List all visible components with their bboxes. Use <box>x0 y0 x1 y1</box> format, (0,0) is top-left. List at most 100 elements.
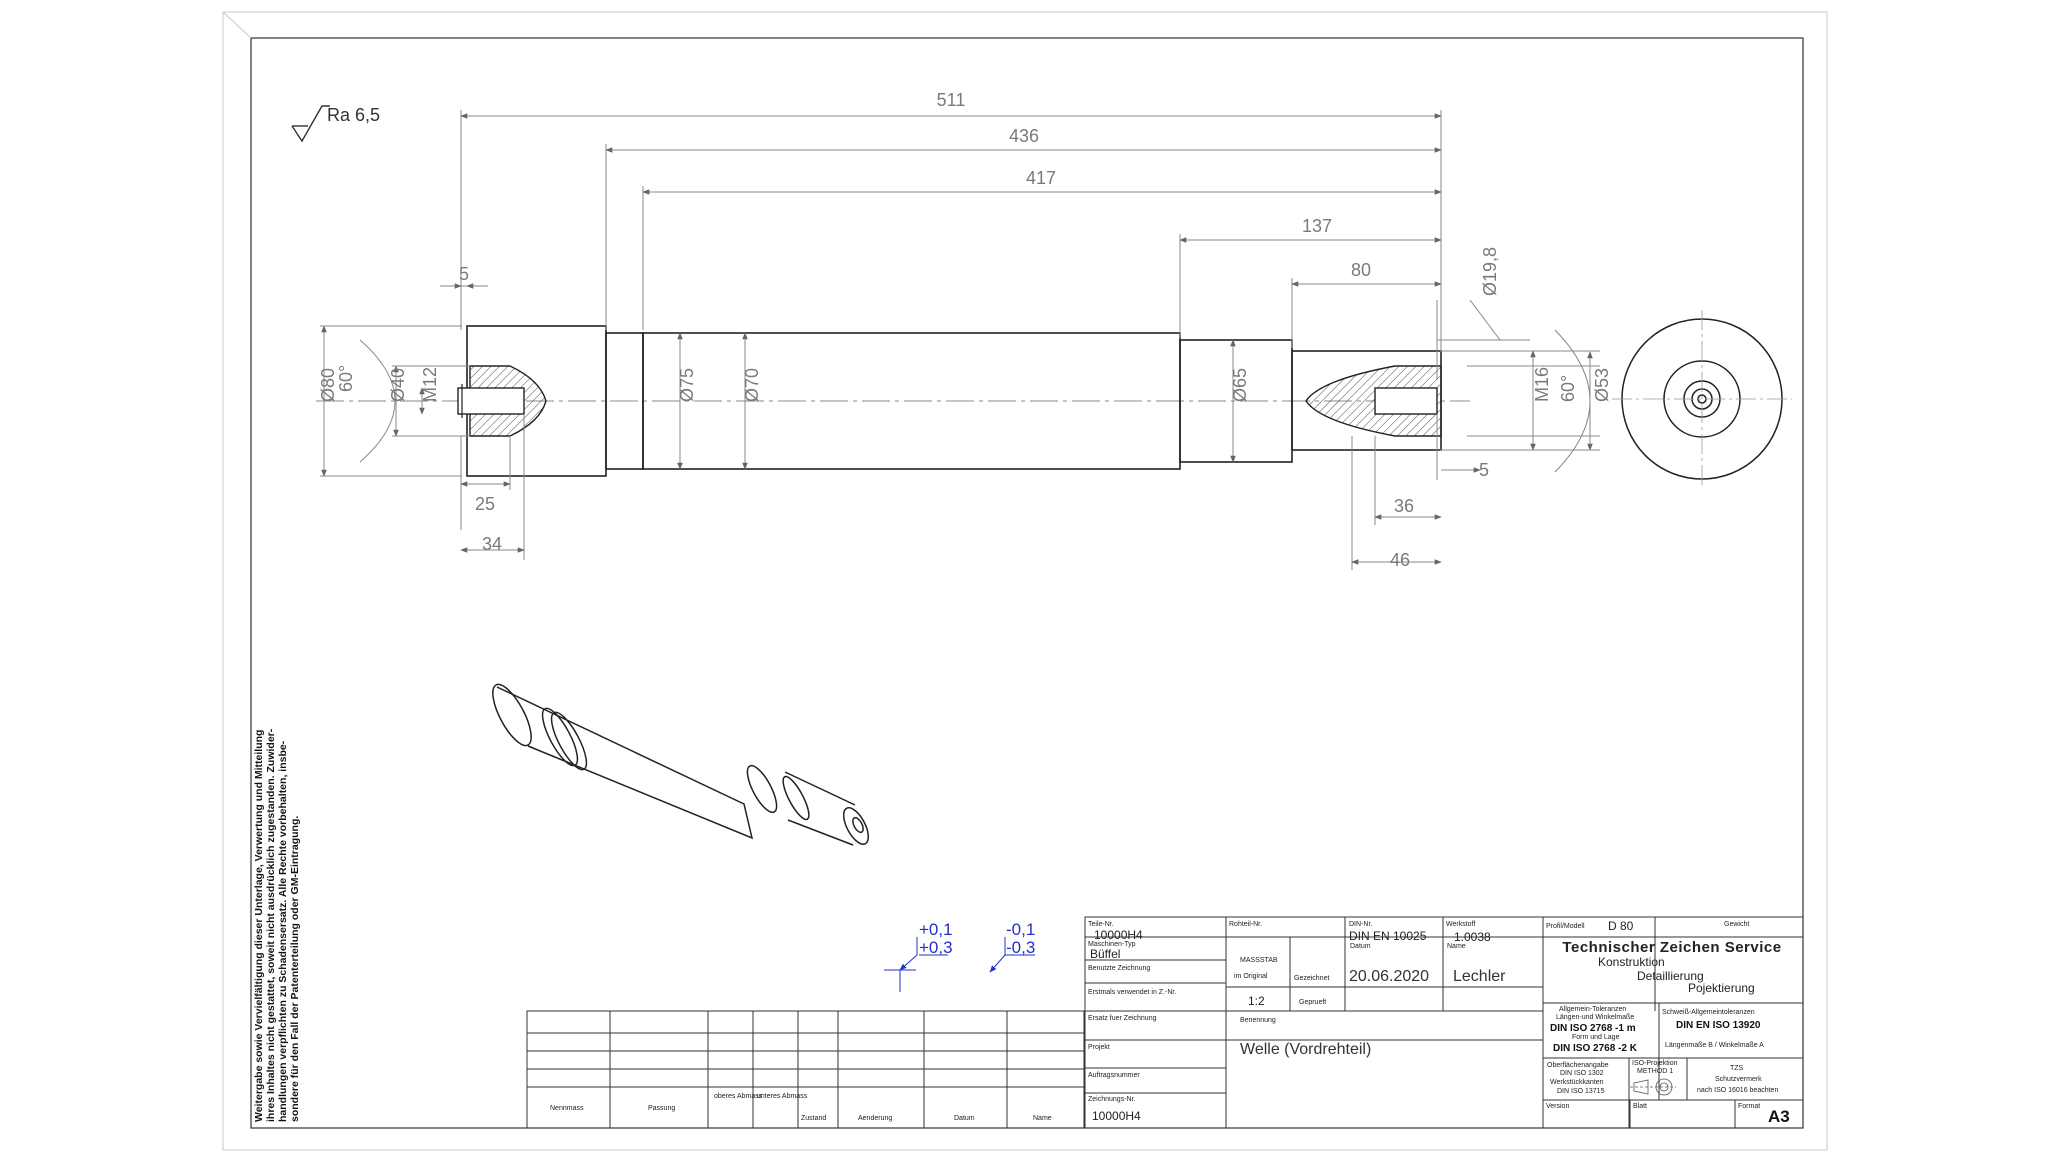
blatt-label: Blatt <box>1633 1103 1647 1110</box>
dim-right-5: 5 <box>1479 460 1489 480</box>
notice-line-2: ihres Inhaltes nicht gestattet, soweit n… <box>265 728 277 1122</box>
dim-36: 36 <box>1394 496 1414 516</box>
dim-dia-65: Ø65 <box>1230 368 1250 402</box>
right-center-bore-section <box>1305 365 1442 437</box>
werkstueckkanten-label: Werkstückkanten <box>1550 1079 1604 1086</box>
teile-nr-label: Teile-Nr. <box>1088 921 1114 928</box>
datum-label: Datum <box>1350 943 1371 950</box>
dimension-lines <box>320 110 1600 570</box>
benennung-label: Benennung <box>1240 1017 1276 1024</box>
schutz-norm: nach ISO 16016 beachten <box>1697 1087 1778 1094</box>
surface-finish-symbol: Ra 6,5 <box>291 105 380 143</box>
dim-dia-75: Ø75 <box>677 368 697 402</box>
dim-thread-right: M16 <box>1532 367 1552 402</box>
din-nr-label: DIN-Nr. <box>1349 921 1372 928</box>
dim-25: 25 <box>475 494 495 514</box>
format-label: Format <box>1738 1103 1760 1110</box>
gezeichnet-datum: 20.06.2020 <box>1349 968 1429 985</box>
revision-table-headers: Nennmass Passung oberes Abmass unteres A… <box>550 1093 1052 1122</box>
profil: D 80 <box>1608 919 1634 933</box>
schweiss-class: Längenmaße B / Winkelmaße A <box>1665 1042 1764 1049</box>
company-line-1: Konstruktion <box>1598 955 1665 969</box>
dim-left-5: 5 <box>459 264 469 284</box>
geprueft-label: Geprueft <box>1299 999 1326 1006</box>
rev-header-aenderung: Aenderung <box>858 1115 892 1122</box>
iso-method: METHOD 1 <box>1637 1068 1673 1075</box>
rev-header-zustand: Zustand <box>801 1115 826 1122</box>
notice-line-1: Weitergabe sowie Vervielfältigung dieser… <box>253 730 265 1122</box>
name-label: Name <box>1447 943 1466 950</box>
dim-436: 436 <box>1009 126 1039 146</box>
copyright-notice: Weitergabe sowie Vervielfältigung dieser… <box>253 728 301 1122</box>
tol-upper-minus: -0,1 <box>1006 920 1035 939</box>
projekt-label: Projekt <box>1088 1044 1110 1051</box>
benutzte-zeichnung-label: Benutzte Zeichnung <box>1088 965 1150 972</box>
dim-dia-70: Ø70 <box>742 368 762 402</box>
projection-method-icon <box>1630 1078 1676 1096</box>
tol-lower-plus: +0,3 <box>919 938 953 957</box>
rev-header-passung: Passung <box>648 1105 675 1112</box>
version-label: Version <box>1546 1103 1569 1110</box>
title-block-text: Teile-Nr. 10000H4 Rohteil-Nr. DIN-Nr. DI… <box>1088 919 1790 1126</box>
dim-dia-19-8: Ø19,8 <box>1480 247 1500 296</box>
revision-table <box>526 1010 1085 1129</box>
tol-lower-minus: -0,3 <box>1006 938 1035 957</box>
dim-511: 511 <box>937 90 966 110</box>
zeichnung-nr-label: Zeichnungs-Nr. <box>1088 1096 1136 1103</box>
iso-proj-label: ISO-Projektion <box>1632 1060 1678 1067</box>
dim-dia-80: Ø80 <box>318 368 338 402</box>
shaft-isometric-view <box>492 683 870 846</box>
dimension-labels: 511 436 417 137 80 5 Ø80 60° Ø40 M12 Ø75… <box>318 90 1612 570</box>
dim-80: 80 <box>1351 260 1371 280</box>
dim-angle-left: 60° <box>336 365 356 392</box>
rev-header-datum: Datum <box>954 1115 975 1122</box>
massstab-label: MASSSTAB <box>1240 957 1278 964</box>
gezeichnet-name: Lechler <box>1453 968 1506 985</box>
rev-header-unteres: unteres Abmass <box>757 1093 808 1100</box>
shaft-end-view <box>1612 310 1792 488</box>
auftrag-label: Auftragsnummer <box>1088 1072 1140 1079</box>
erstmals-label: Erstmals verwendet in Z.-Nr. <box>1088 989 1176 996</box>
dim-thread-left: M12 <box>420 367 440 402</box>
im-original-label: im Original <box>1234 973 1268 980</box>
notice-line-4: sondere für den Fall der Patenterteilung… <box>289 816 301 1122</box>
left-center-bore-section <box>457 365 547 437</box>
company-line-3: Pojektierung <box>1688 981 1755 995</box>
werkstueck-norm: DIN ISO 13715 <box>1557 1088 1605 1095</box>
rohteil-label: Rohteil-Nr. <box>1229 921 1262 928</box>
dim-417: 417 <box>1026 168 1056 188</box>
din-nr: DIN EN 10025 <box>1349 929 1427 943</box>
rev-header-oberes: oberes Abmass <box>714 1093 763 1100</box>
werkstoff: 1.0038 <box>1454 930 1491 944</box>
oberflaeche-norm: DIN ISO 1302 <box>1560 1070 1604 1077</box>
laengen-label: Längen-und Winkelmaße <box>1556 1014 1634 1021</box>
format-value: A3 <box>1768 1107 1790 1126</box>
benennung: Welle (Vordrehteil) <box>1240 1041 1371 1058</box>
maschinen-typ-label: Maschinen-Typ <box>1088 941 1136 948</box>
profil-label: Profil/Modell <box>1546 923 1585 930</box>
dim-dia-40: Ø40 <box>388 368 408 402</box>
allg-tol-1: DIN ISO 2768 -1 m <box>1550 1023 1636 1034</box>
dim-46: 46 <box>1390 550 1410 570</box>
schweiss-label: Schweiß-Allgemeintoleranzen <box>1662 1009 1755 1016</box>
maschinen-typ: Büffel <box>1090 947 1120 961</box>
allg-tol-label: Allgemein-Toleranzen <box>1559 1006 1626 1013</box>
teile-nr: 10000H4 <box>1094 928 1143 942</box>
dim-dia-53: Ø53 <box>1592 368 1612 402</box>
gezeichnet-label: Gezeichnet <box>1294 975 1329 982</box>
company-line-2: Detaillierung <box>1637 969 1704 983</box>
rev-header-nennmass: Nennmass <box>550 1105 584 1112</box>
tzs-label: TZS <box>1730 1065 1744 1072</box>
dim-angle-right: 60° <box>1558 375 1578 402</box>
ersatz-label: Ersatz fuer Zeichnung <box>1088 1015 1157 1022</box>
company-name: Technischer Zeichen Service <box>1562 939 1781 956</box>
notice-line-3: handlungen verpflichten zu Schadensersat… <box>277 740 289 1122</box>
werkstoff-label: Werkstoff <box>1446 921 1475 928</box>
tol-upper-plus: +0,1 <box>919 920 953 939</box>
schweiss-norm: DIN EN ISO 13920 <box>1676 1020 1761 1031</box>
title-block <box>1084 916 1804 1129</box>
surface-finish-label: Ra 6,5 <box>327 105 380 125</box>
dim-34: 34 <box>482 534 502 554</box>
tolerance-symbols: +0,1 +0,3 -0,1 -0,3 <box>884 920 1035 992</box>
rev-header-name: Name <box>1033 1115 1052 1122</box>
